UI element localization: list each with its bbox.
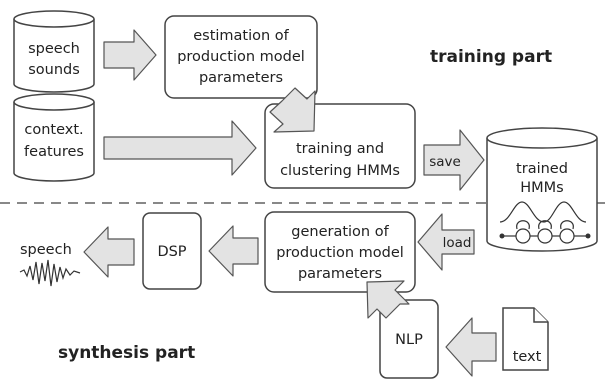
- context-features-label-1: context.: [24, 122, 83, 138]
- arrow-text-to-nlp: [445, 317, 497, 377]
- arrow-generation-to-dsp: [208, 225, 259, 277]
- speech-sounds-label-2: sounds: [28, 62, 80, 78]
- estimation-label-3: parameters: [199, 70, 283, 86]
- dsp-box: DSP: [142, 212, 202, 290]
- generation-box: generation of production model parameter…: [264, 211, 416, 293]
- arrow-context-to-training: [103, 120, 257, 176]
- generation-label-3: parameters: [298, 266, 382, 282]
- context-features-label-2: features: [24, 144, 84, 160]
- context-features-database: context. features: [13, 93, 95, 182]
- synthesis-section-title: synthesis part: [58, 343, 195, 363]
- text-document: text: [502, 307, 549, 371]
- trained-hmms-label-1: trained: [516, 161, 568, 177]
- speech-sounds-label-1: speech: [28, 41, 80, 57]
- speech-output-label: speech: [20, 242, 72, 258]
- generation-label-1: generation of: [291, 224, 389, 240]
- generation-label-2: production model: [276, 245, 404, 261]
- arrow-nlp-to-generation: [366, 280, 410, 319]
- training-label-1: training and: [296, 141, 384, 157]
- nlp-box: NLP: [379, 299, 439, 379]
- trained-hmms-label-2: HMMs: [520, 180, 563, 196]
- arrow-estimation-to-training: [269, 87, 316, 133]
- trained-hmms-database: trained HMMs: [486, 127, 598, 252]
- load-arrow: load: [417, 213, 475, 271]
- estimation-box: estimation of production model parameter…: [164, 15, 318, 99]
- hmm-state-icon: [499, 201, 591, 244]
- text-label: text: [513, 349, 542, 365]
- document-icon: [502, 307, 549, 371]
- save-label: save: [429, 154, 461, 170]
- arrow-dsp-to-speech: [83, 226, 135, 278]
- speech-sounds-database: speech sounds: [13, 10, 95, 93]
- load-label: load: [443, 235, 472, 251]
- training-label-2: clustering HMMs: [280, 163, 400, 179]
- estimation-label-1: estimation of: [193, 28, 289, 44]
- save-arrow: save: [423, 129, 485, 191]
- nlp-label: NLP: [395, 332, 423, 348]
- estimation-label-2: production model: [177, 49, 305, 65]
- training-section-title: training part: [430, 47, 552, 67]
- speech-waveform-icon: [19, 259, 81, 287]
- dsp-label: DSP: [157, 244, 186, 260]
- arrow-speech-to-estimation: [103, 29, 157, 81]
